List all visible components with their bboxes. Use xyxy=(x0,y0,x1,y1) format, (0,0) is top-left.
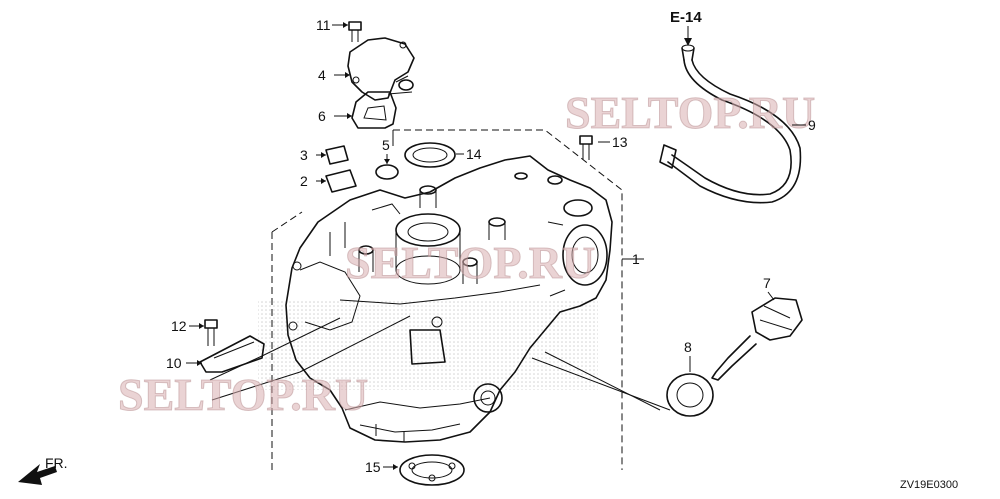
cover-plate xyxy=(347,37,415,101)
callout-3: 3 xyxy=(300,147,308,163)
callout-8: 8 xyxy=(684,339,692,355)
watermark-bottom: SELTOP.RU xyxy=(118,369,368,420)
callout-arrow-6 xyxy=(347,113,352,119)
watermark-middle: SELTOP.RU xyxy=(345,237,595,288)
callout-13: 13 xyxy=(612,134,628,150)
callout-2: 2 xyxy=(300,173,308,189)
front-direction-arrow: FR. xyxy=(18,455,68,485)
dipstick-7 xyxy=(711,297,803,381)
callout-14: 14 xyxy=(466,146,482,162)
plug-5 xyxy=(375,164,399,180)
bolt-12 xyxy=(204,319,218,346)
callout-arrow-5 xyxy=(384,159,390,164)
callout-4: 4 xyxy=(318,67,326,83)
callout-12: 12 xyxy=(171,318,187,334)
callout-7: 7 xyxy=(763,275,771,291)
small-part-3 xyxy=(325,145,349,165)
callout-arrow-2 xyxy=(321,178,326,184)
background-logo-pattern xyxy=(258,300,598,390)
bolt-13 xyxy=(579,135,593,160)
callout-arrow-11 xyxy=(343,22,348,28)
callout-6: 6 xyxy=(318,108,326,124)
callout-5: 5 xyxy=(382,137,390,153)
callout-arrow-3 xyxy=(321,152,326,158)
small-part-2 xyxy=(325,169,357,193)
gasket xyxy=(351,91,397,129)
callout-10: 10 xyxy=(166,355,182,371)
direction-label: FR. xyxy=(45,455,68,471)
callout-arrow-10 xyxy=(197,360,202,366)
reference-label: E-14 xyxy=(670,9,702,26)
callout-9: 9 xyxy=(808,117,816,133)
callout-15: 15 xyxy=(365,459,381,475)
bolt-11 xyxy=(348,21,362,42)
watermark-top: SELTOP.RU xyxy=(565,87,815,138)
crankcase-housing xyxy=(285,155,613,443)
callout-leader-7 xyxy=(767,291,775,301)
o-ring-8 xyxy=(666,373,714,417)
seal-ring-14 xyxy=(404,142,456,168)
callout-arrow-4 xyxy=(345,72,350,78)
plate-10 xyxy=(199,335,265,373)
bearing-15 xyxy=(399,454,465,486)
drawing-code: ZV19E0300 xyxy=(900,479,958,491)
callout-arrow-12 xyxy=(199,323,204,329)
callout-arrow-15 xyxy=(393,464,398,470)
callout-11: 11 xyxy=(316,17,331,33)
breather-hose-9 xyxy=(659,44,802,204)
